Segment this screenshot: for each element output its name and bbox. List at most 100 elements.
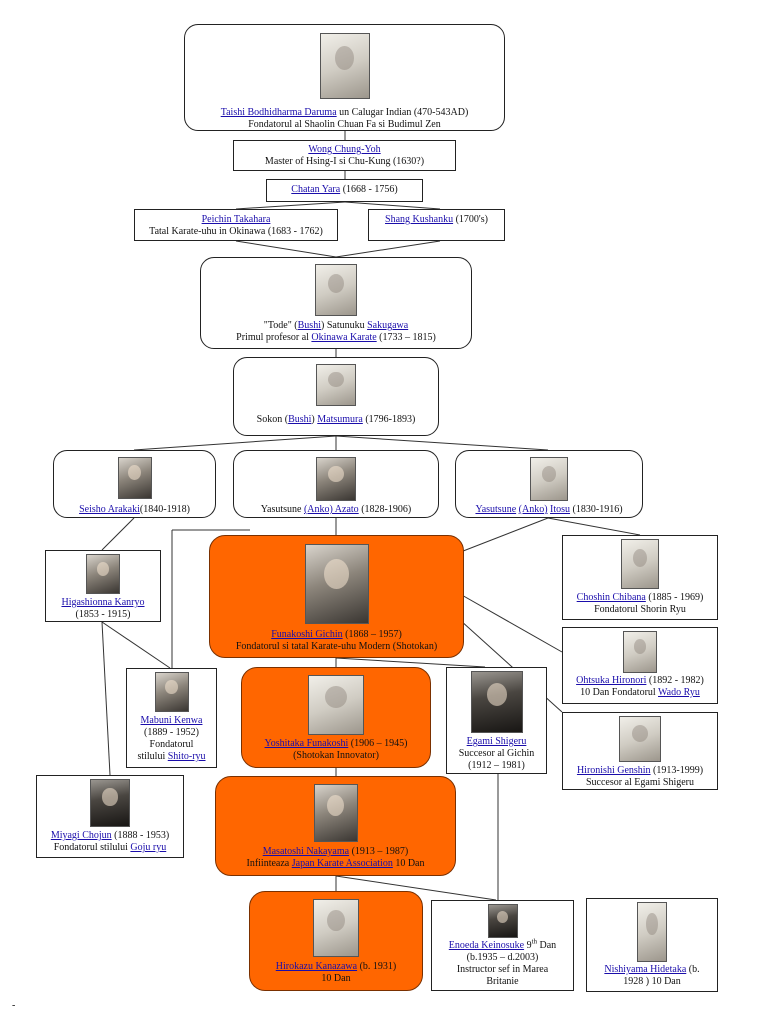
node-shang-kushanku: Shang Kushanku (1700's) [368,209,505,241]
enoeda-dan: 9 [524,940,532,951]
link-peichin-takahara[interactable]: Peichin Takahara [201,214,271,225]
link-yoshitaka-funakoshi[interactable]: Yoshitaka Funakoshi [264,738,349,749]
link-sakugawa[interactable]: Sakugawa [367,320,409,331]
link-shang-kushanku[interactable]: Shang Kushanku [385,214,454,225]
matsumura-mid: ) [311,414,318,425]
ohtsuka-dates: (1892 - 1982) [646,675,704,686]
link-kanazawa[interactable]: Hirokazu Kanazawa [275,961,358,972]
node-egami-shigeru: Egami Shigeru Succesor al Gichin (1912 –… [446,667,547,774]
hironishi-desc: Succesor al Egami Shigeru [585,777,695,788]
node-wong-chung-yoh: Wong Chung-Yoh Master of Hsing-I si Chu-… [233,140,456,171]
portrait-egami [470,671,523,733]
portrait-bodhidharma [319,33,370,99]
link-wong-chung-yoh[interactable]: Wong Chung-Yoh [308,144,381,155]
link-ohtsuka[interactable]: Ohtsuka Hironori [576,675,647,686]
link-arakaki[interactable]: Seisho Arakaki [79,504,140,515]
node-hironishi: Hironishi Genshin (1913-1999) Succesor a… [562,712,718,790]
enoeda-sup: th [531,937,538,946]
portrait-enoeda [487,904,518,938]
yoshitaka-dates: (1906 – 1945) [348,738,408,749]
sakugawa-mid: ) Satunuku [320,320,368,331]
link-funakoshi-gichin[interactable]: Funakoshi Gichin [271,629,343,640]
portrait-arakaki [117,457,152,499]
funakoshi-desc: Fondatorul si tatal Karate-uhu Modern (S… [235,641,438,652]
portrait-nishiyama [637,902,667,962]
footer-dash: - [12,1000,16,1011]
node-itosu: Yasutsune (Anko) Itosu (1830-1916) [455,450,643,518]
portrait-ohtsuka [623,631,657,673]
link-bushi-matsumura[interactable]: Bushi [288,414,312,425]
link-chibana[interactable]: Choshin Chibana [576,592,646,603]
nakayama-dates: (1913 – 1987) [349,846,409,857]
itosu-dates: (1830-1916) [570,504,623,515]
link-nishiyama[interactable]: Nishiyama Hidetaka [604,964,687,975]
link-itosu[interactable]: Itosu [550,504,571,515]
link-okinawa-karate[interactable]: Okinawa Karate [311,332,377,343]
link-miyagi[interactable]: Miyagi Chojun [50,830,112,841]
nishiyama-dan: 1928 ) 10 Dan [623,976,681,987]
node-funakoshi-gichin: Funakoshi Gichin (1868 – 1957) Fondatoru… [209,535,464,658]
link-matsumura[interactable]: Matsumura [317,414,363,425]
sakugawa-desc: Primul profesor al [236,332,312,343]
peichin-desc: Tatal Karate-uhu in Okinawa (1683 - 1762… [149,226,323,237]
node-yoshitaka-funakoshi: Yoshitaka Funakoshi (1906 – 1945) (Shoto… [241,667,431,768]
node-nishiyama: Nishiyama Hidetaka (b. 1928 ) 10 Dan [586,898,718,992]
link-bushi-sakugawa[interactable]: Bushi [297,320,321,331]
link-shito-ryu[interactable]: Shito-ryu [167,751,206,762]
link-jka[interactable]: Japan Karate Association [291,858,393,869]
link-goju-ryu[interactable]: Goju ryu [130,842,167,853]
wong-desc: Master of Hsing-I si Chu-Kung (1630?) [264,156,425,167]
azato-prefix: Yasutsune [260,504,304,515]
mabuni-style-prefix: stilului [137,751,168,762]
portrait-yoshitaka [308,675,364,735]
portrait-azato [316,457,356,501]
node-arakaki: Seisho Arakaki(1840-1918) [53,450,216,518]
portrait-funakoshi [304,544,369,624]
link-mabuni[interactable]: Mabuni Kenwa [140,715,203,726]
link-wado-ryu[interactable]: Wado Ryu [658,687,700,698]
nakayama-dan: 10 Dan [392,858,425,869]
link-itosu-yasutsune[interactable]: Yasutsune [475,504,517,515]
portrait-itosu [530,457,568,501]
portrait-kanazawa [313,899,359,957]
sakugawa-prefix: "Tode" ( [263,320,298,331]
matsumura-prefix: Sokon ( [256,414,289,425]
link-hironishi[interactable]: Hironishi Genshin [576,765,651,776]
node-higashionna: Higashionna Kanryo (1853 - 1915) [45,550,161,622]
node-miyagi: Miyagi Chojun (1888 - 1953) Fondatorul s… [36,775,184,858]
mabuni-dates: (1889 - 1952) [144,727,199,738]
chatan-dates: (1668 - 1756) [340,184,398,195]
node-enoeda: Enoeda Keinosuke 9th Dan (b.1935 – d.200… [431,900,574,991]
link-bodhidharma[interactable]: Taishi Bodhidharma Daruma [220,107,337,118]
miyagi-dates: (1888 - 1953) [111,830,170,841]
node-chibana: Choshin Chibana (1885 - 1969) Fondatorul… [562,535,718,620]
node-bodhidharma: Taishi Bodhidharma Daruma un Calugar Ind… [184,24,505,131]
node-azato: Yasutsune (Anko) Azato (1828-1906) [233,450,439,518]
portrait-miyagi [90,779,130,827]
hironishi-dates: (1913-1999) [650,765,704,776]
link-egami-shigeru[interactable]: Egami Shigeru [466,736,527,747]
link-itosu-anko[interactable]: (Anko) [518,504,548,515]
link-azato[interactable]: (Anko) Azato [303,504,359,515]
node-sakugawa: "Tode" (Bushi) Satunuku Sakugawa Primul … [200,257,472,349]
mabuni-desc: Fondatorul [149,739,194,750]
kanazawa-dates: (b. 1931) [357,961,397,972]
enoeda-desc: Instructor sef in Marea [456,964,549,975]
portrait-matsumura [316,364,356,406]
portrait-chibana [621,539,659,589]
link-enoeda[interactable]: Enoeda Keinosuke [448,940,525,951]
egami-dates: (1912 – 1981) [468,760,525,771]
enoeda-dan-2: Dan [537,940,557,951]
portrait-hironishi [619,716,661,762]
link-chatan-yara[interactable]: Chatan Yara [291,184,341,195]
portrait-higashionna [86,554,120,594]
link-nakayama[interactable]: Masatoshi Nakayama [262,846,350,857]
link-higashionna[interactable]: Higashionna Kanryo [61,597,145,608]
node-kanazawa: Hirokazu Kanazawa (b. 1931) 10 Dan [249,891,423,991]
kanazawa-dan: 10 Dan [321,973,351,984]
portrait-sakugawa [315,264,357,316]
shang-dates: (1700's) [453,214,488,225]
sakugawa-dates: (1733 – 1815) [376,332,436,343]
node-ohtsuka: Ohtsuka Hironori (1892 - 1982) 10 Dan Fo… [562,627,718,704]
bodhidharma-desc: Fondatorul al Shaolin Chuan Fa si Budimu… [248,119,441,130]
